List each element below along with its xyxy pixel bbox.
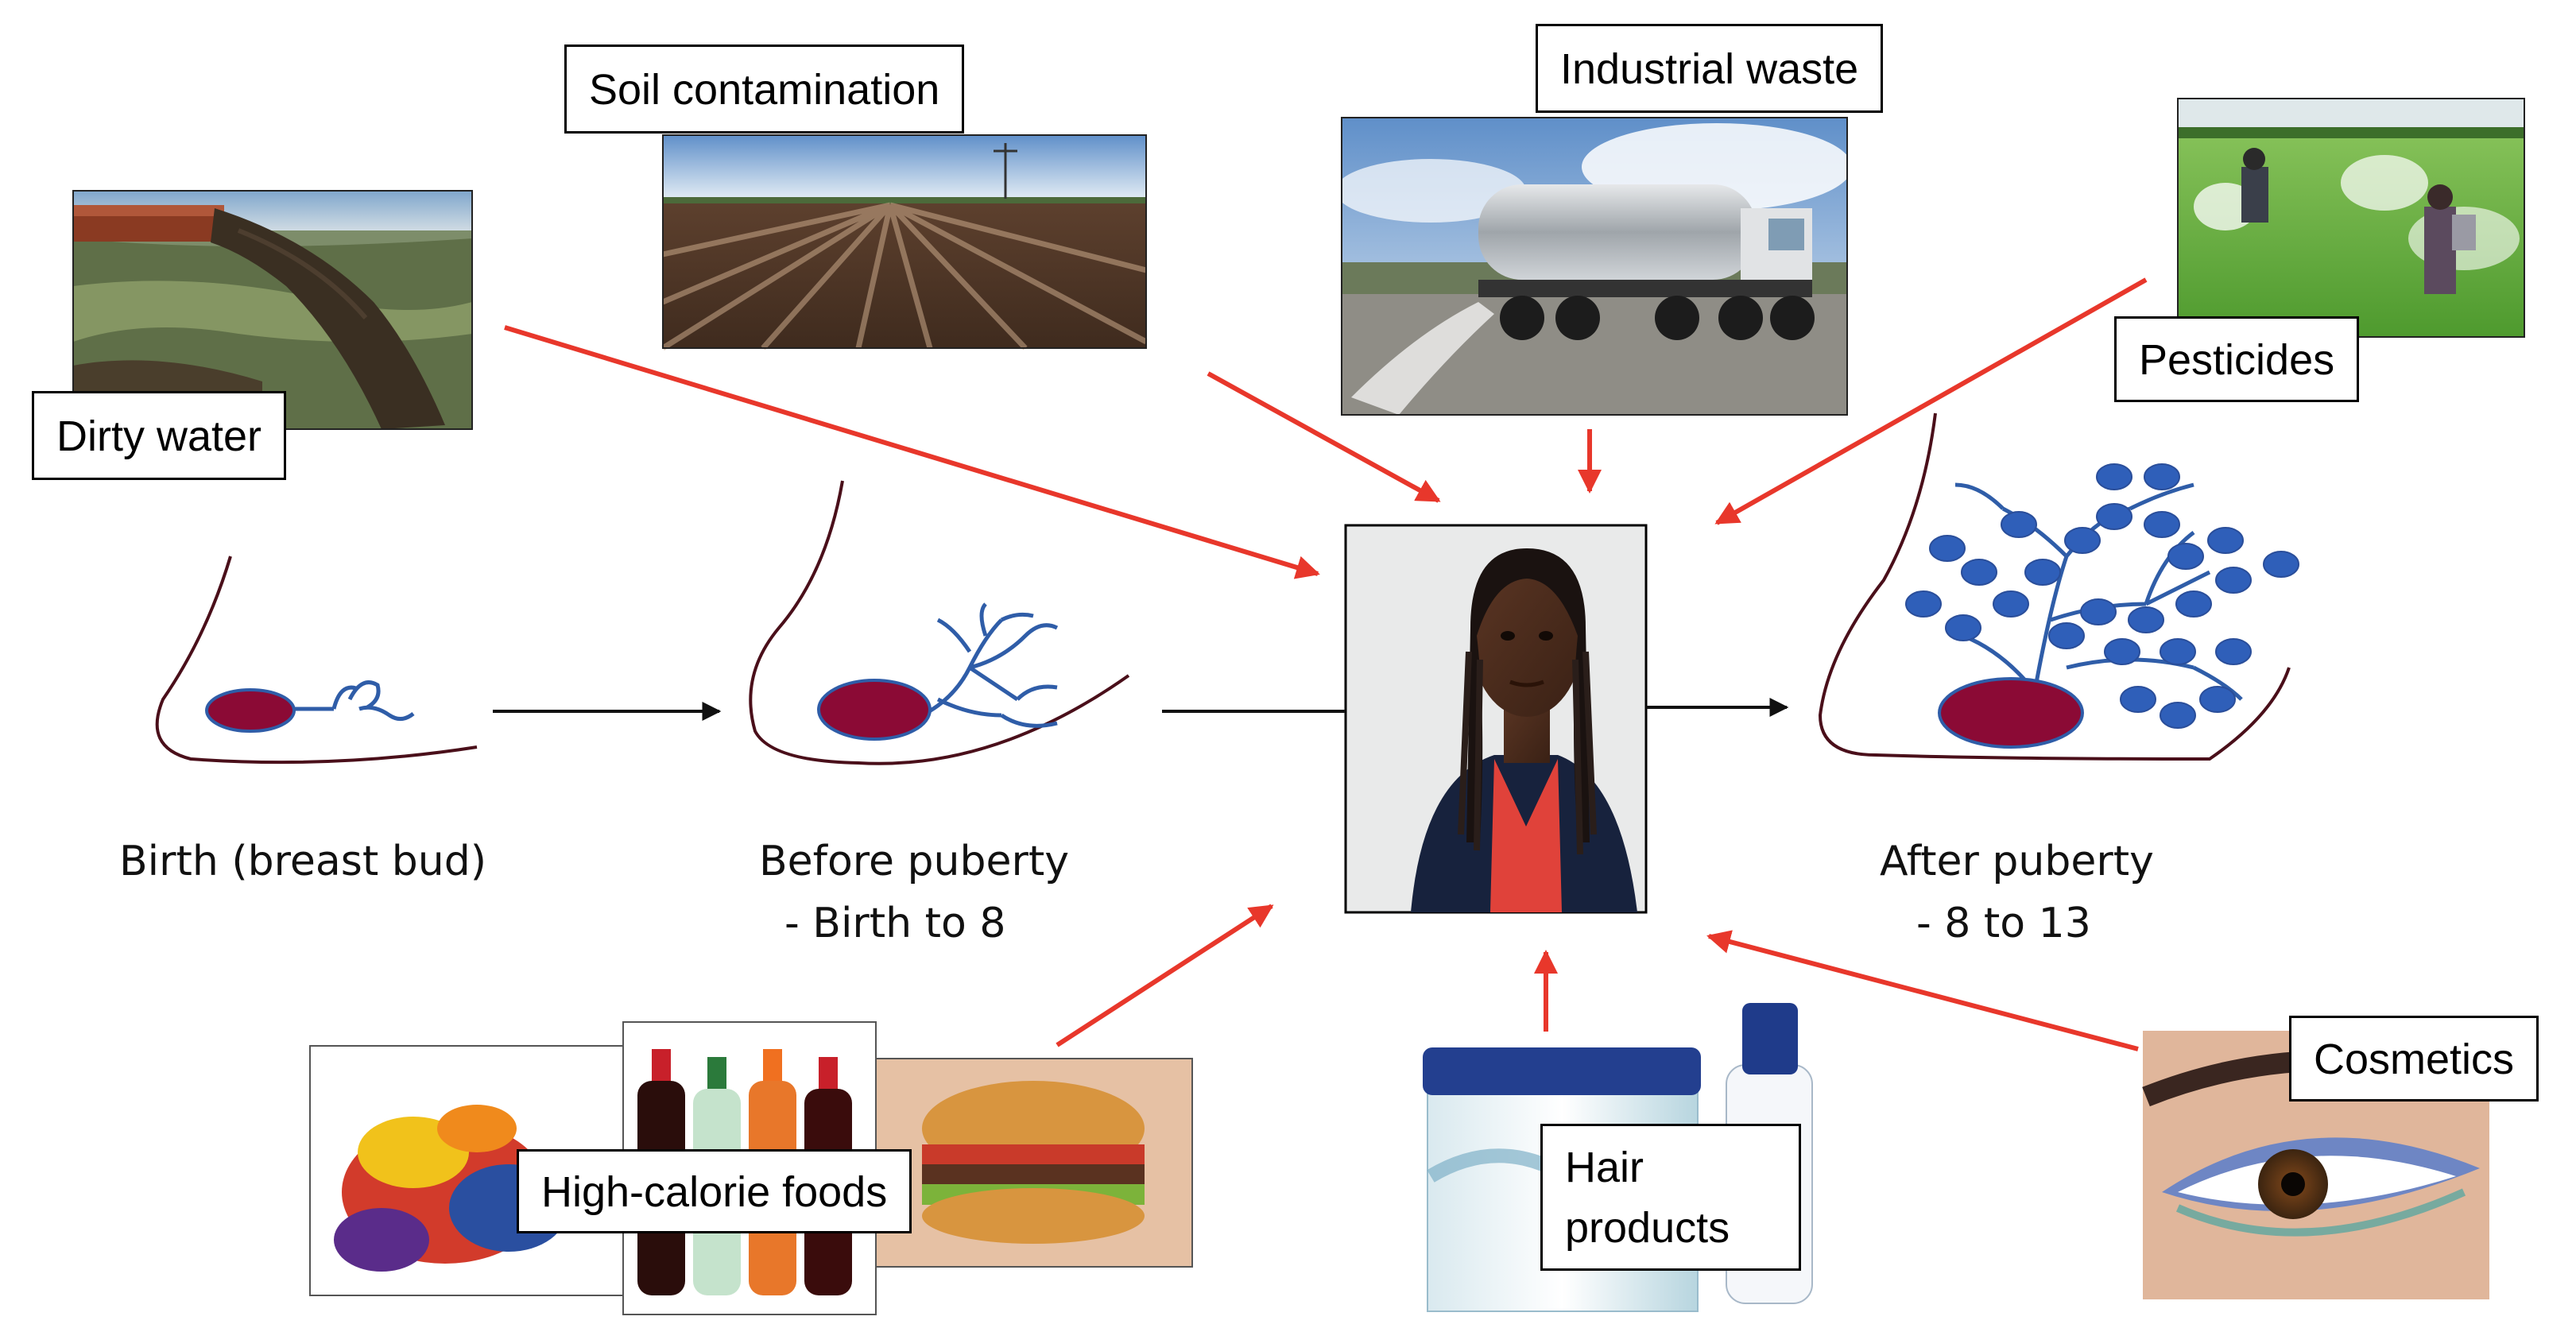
arrow-soil: [1207, 371, 1441, 503]
label-high-calorie-foods: High-calorie foods: [517, 1149, 912, 1233]
girl-portrait-photo: [1344, 524, 1648, 914]
stage-after-range: - 8 to 13: [1916, 900, 2091, 947]
label-cosmetics: Cosmetics: [2289, 1016, 2539, 1102]
arrow-dirty-water: [504, 325, 1320, 579]
stage-after-title: After puberty: [1880, 838, 2154, 885]
stage-birth-illustration: [155, 556, 478, 765]
stage-before-caption: Before puberty - Birth to 8: [759, 830, 1069, 954]
tanker-truck-photo: [1335, 117, 1852, 416]
arrow-pesticides: [1714, 277, 2148, 525]
plowed-field-photo: [661, 134, 1148, 350]
arrow-cosmetics: [1706, 930, 2139, 1051]
label-hair-products: Hair products: [1540, 1124, 1801, 1271]
burger-photo: [875, 1058, 1193, 1268]
label-soil-contamination: Soil contamination: [564, 45, 965, 134]
stage-birth-title: Birth (breast bud): [119, 838, 487, 885]
arrow-foods: [1056, 904, 1274, 1047]
stage-after-caption: After puberty - 8 to 13: [1880, 830, 2154, 954]
eye-makeup-photo: [2142, 1031, 2491, 1299]
stage-after-puberty-illustration: [1818, 412, 2299, 761]
crop-spraying-photo: [2177, 98, 2525, 338]
label-industrial-waste: Industrial waste: [1536, 24, 1884, 113]
label-dirty-water: Dirty water: [32, 391, 287, 480]
label-pesticides: Pesticides: [2114, 316, 2360, 402]
stage-before-title: Before puberty: [759, 838, 1070, 885]
stage-birth-caption: Birth (breast bud): [119, 830, 486, 892]
stage-before-range: - Birth to 8: [784, 900, 1006, 947]
stage-before-puberty-illustration: [749, 480, 1130, 765]
